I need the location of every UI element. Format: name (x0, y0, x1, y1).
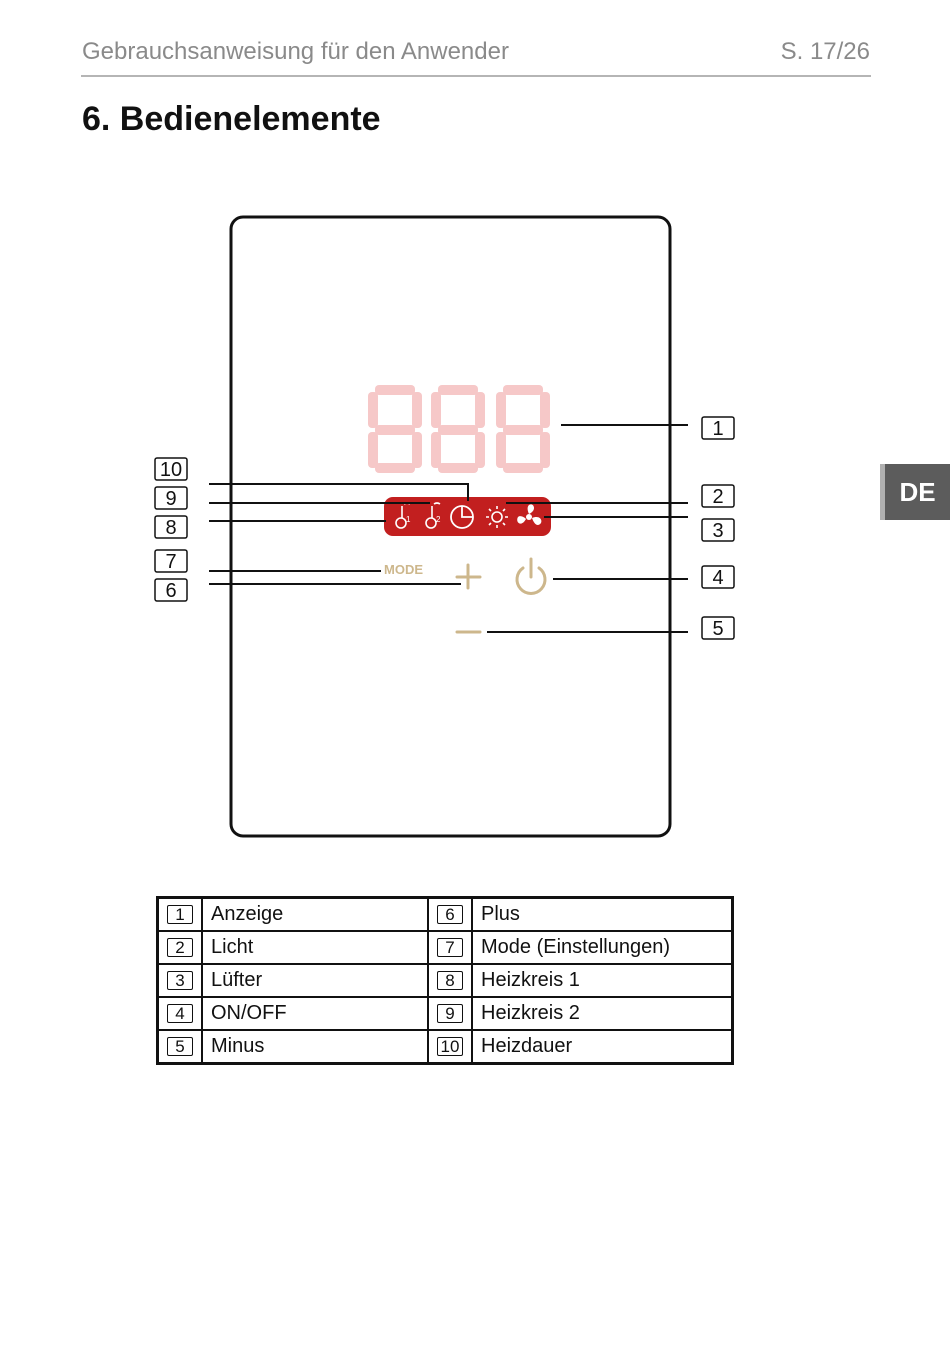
svg-text:6: 6 (165, 580, 176, 602)
callout-1: 1 (701, 416, 735, 440)
legend-label: Licht (201, 930, 429, 965)
svg-text:2: 2 (436, 515, 441, 524)
svg-text:5: 5 (712, 618, 723, 640)
light-icon[interactable] (486, 506, 508, 528)
legend-number-cell: 4 (156, 996, 203, 1031)
legend-number-cell: 6 (427, 896, 473, 932)
header-title: Gebrauchsanweisung für den Anwender (82, 38, 509, 65)
callout-4: 4 (701, 565, 735, 589)
legend-row: 4 ON/OFF 9 Heizkreis 2 (156, 996, 734, 1031)
legend-number-cell: 2 (156, 930, 203, 965)
callout-labels: 1 2 3 4 5 6 7 8 (154, 416, 735, 640)
legend-number-cell: 7 (427, 930, 473, 965)
legend-number: 10 (437, 1037, 463, 1056)
svg-text:9: 9 (165, 488, 176, 510)
callout-9: 9 (154, 486, 188, 510)
segment-display (368, 385, 550, 473)
display-digit-2 (431, 385, 485, 473)
svg-text:10: 10 (160, 459, 182, 481)
plus-icon[interactable] (455, 563, 482, 590)
callout-6: 6 (154, 578, 188, 602)
legend-number-cell: 9 (427, 996, 473, 1031)
legend-number: 3 (167, 971, 193, 990)
legend-number-cell: 10 (427, 1029, 473, 1065)
legend-number: 8 (437, 971, 463, 990)
heating-time-icon[interactable] (450, 505, 474, 529)
legend-label: Lüfter (201, 963, 429, 998)
legend-number: 7 (437, 938, 463, 957)
power-icon[interactable] (515, 557, 547, 595)
legend-number: 4 (167, 1004, 193, 1023)
display-digit-1 (368, 385, 422, 473)
mode-button[interactable]: MODE (384, 562, 423, 577)
legend-row: 1 Anzeige 6 Plus (156, 896, 734, 932)
svg-text:8: 8 (165, 517, 176, 539)
callout-10: 10 (154, 457, 188, 481)
legend-number: 9 (437, 1004, 463, 1023)
legend-number-cell: 1 (156, 896, 203, 932)
svg-text:1: 1 (712, 418, 723, 440)
legend-number: 2 (167, 938, 193, 957)
heating-circuit-2-icon[interactable]: 2 (425, 502, 441, 529)
section-title: 6. Bedienelemente (82, 100, 381, 138)
legend-label: ON/OFF (201, 996, 429, 1031)
svg-text:7: 7 (165, 551, 176, 573)
legend-row: 2 Licht 7 Mode (Einstellungen) (156, 930, 734, 965)
legend-label: Anzeige (201, 896, 429, 932)
legend-number-cell: 5 (156, 1029, 203, 1065)
display-digit-3 (496, 385, 550, 473)
svg-text:3: 3 (712, 520, 723, 542)
leader-lines (209, 424, 688, 633)
legend-table: 1 Anzeige 6 Plus 2 Licht 7 Mode (Einstellungen)… (156, 896, 734, 1065)
legend-label: Heizkreis 1 (471, 963, 734, 998)
svg-text:4: 4 (712, 567, 723, 589)
callout-7: 7 (154, 549, 188, 573)
callout-2: 2 (701, 484, 735, 508)
legend-number-cell: 3 (156, 963, 203, 998)
legend-number-cell: 8 (427, 963, 473, 998)
callout-5: 5 (701, 616, 735, 640)
callout-3: 3 (701, 518, 735, 542)
header-divider (81, 75, 871, 77)
legend-label: Heizkreis 2 (471, 996, 734, 1031)
legend-number: 6 (437, 905, 463, 924)
legend-row: 5 Minus 10 Heizdauer (156, 1029, 734, 1065)
legend-label: Mode (Einstellungen) (471, 930, 734, 965)
legend-label: Heizdauer (471, 1029, 734, 1065)
page-number: S. 17/26 (780, 38, 870, 65)
svg-text:2: 2 (712, 486, 723, 508)
language-tab: DE (880, 464, 950, 520)
legend-number: 1 (167, 905, 193, 924)
legend-label: Plus (471, 896, 734, 932)
legend-row: 3 Lüfter 8 Heizkreis 1 (156, 963, 734, 998)
control-panel-diagram: 1 2 MODE (154, 215, 735, 838)
fan-icon[interactable] (517, 504, 542, 525)
callout-8: 8 (154, 515, 188, 539)
svg-text:1: 1 (406, 515, 411, 524)
legend-number: 5 (167, 1037, 193, 1056)
legend-label: Minus (201, 1029, 429, 1065)
